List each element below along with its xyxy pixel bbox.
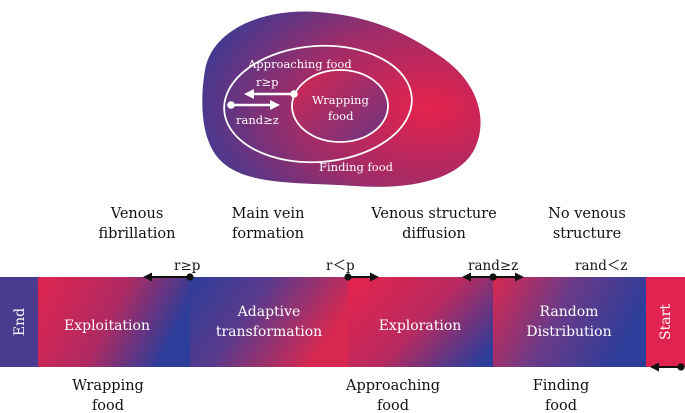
bottom-labels: Wrapping food Approaching food Finding f… xyxy=(72,378,589,413)
bottom-label-1-line2: food xyxy=(92,398,124,413)
arrow-left-1 xyxy=(143,272,194,282)
arrow-double-3 xyxy=(462,272,524,282)
band-seg3-label: Exploration xyxy=(379,318,462,334)
band-arrows xyxy=(143,272,685,372)
band-seg2-label-1: Adaptive xyxy=(237,304,301,320)
band-seg-exploration xyxy=(348,277,493,367)
blob-arrow-lower xyxy=(227,100,280,110)
blob-middle-label: Approaching food xyxy=(247,57,352,71)
bottom-label-2-line2: food xyxy=(377,398,409,413)
blob-arrow-upper xyxy=(244,89,298,99)
condition-labels: r≥p r＜p rand≥z rand＜z xyxy=(174,258,627,274)
condition-2: r＜p xyxy=(326,258,355,274)
band-start-block xyxy=(646,277,685,367)
band-seg4-label-2: Distribution xyxy=(526,324,611,340)
blob-cond-lower: rand≥z xyxy=(236,113,279,127)
condition-4: rand＜z xyxy=(575,258,627,274)
food-search-blob: Approaching food r≥p Wrapping food rand≥… xyxy=(202,11,481,187)
bottom-label-1-line1: Wrapping xyxy=(72,378,144,394)
band-end-block xyxy=(0,277,38,367)
phase-1-line2: fibrillation xyxy=(99,226,176,242)
band-seg-exploitation xyxy=(38,277,190,367)
phase-2-line2: formation xyxy=(232,226,304,242)
phase-4-line1: No venous xyxy=(548,206,626,222)
phase-1-line1: Venous xyxy=(110,206,164,222)
phase-headings: Venous fibrillation Main vein formation … xyxy=(99,206,626,242)
inner-region-wrapping xyxy=(291,69,389,143)
band-start-label: Start xyxy=(658,304,674,340)
band-seg-adaptive xyxy=(190,277,348,367)
bottom-label-3-line2: food xyxy=(545,398,577,413)
condition-1: r≥p xyxy=(174,258,200,274)
arrow-right-2 xyxy=(344,272,379,282)
process-band: End Start Exploitation Adaptive transfor… xyxy=(0,277,685,367)
blob-outer-label: Finding food xyxy=(319,160,394,174)
band-seg2-label-2: transformation xyxy=(216,324,322,340)
phase-3-line1: Venous structure xyxy=(370,206,497,222)
blob-inner-label-2: food xyxy=(328,109,354,123)
band-end-label: End xyxy=(12,308,28,336)
blob-inner-label-1: Wrapping xyxy=(312,93,369,107)
bottom-label-3-line1: Finding xyxy=(533,378,590,394)
condition-3: rand≥z xyxy=(468,258,518,274)
phase-3-line2: diffusion xyxy=(402,226,466,242)
phase-2-line1: Main vein xyxy=(232,206,305,222)
band-seg-random xyxy=(493,277,646,367)
arrow-left-start xyxy=(650,362,685,372)
bottom-label-2-line1: Approaching xyxy=(345,378,440,394)
band-seg1-label: Exploitation xyxy=(64,318,150,334)
middle-region-approaching xyxy=(223,44,413,164)
phase-4-line2: structure xyxy=(553,226,621,242)
blob-cond-upper: r≥p xyxy=(256,75,279,89)
band-seg4-label-1: Random xyxy=(540,304,599,320)
